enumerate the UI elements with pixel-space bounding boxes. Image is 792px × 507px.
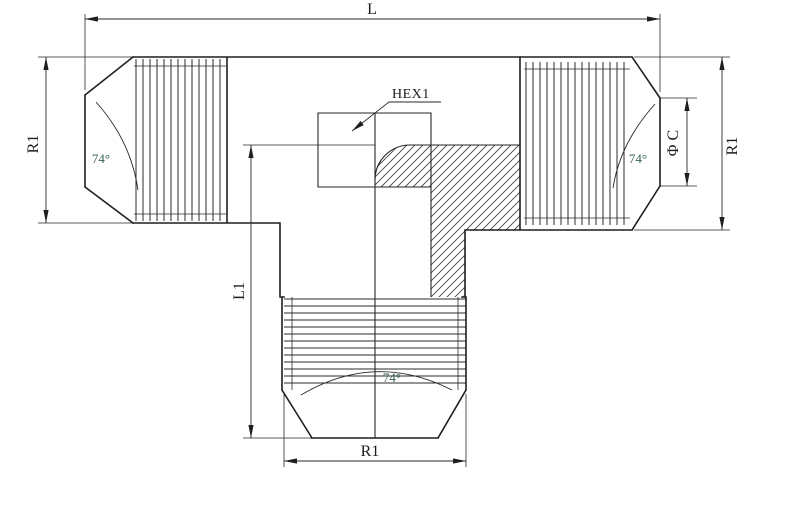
dim-R1-branch-label: R1 (361, 443, 380, 460)
dim-L1-extension-lines (243, 144, 375, 439)
dimension-left-radius: R1 (25, 56, 133, 224)
angle-callout-left: 74° (92, 101, 139, 191)
thread-lines-right-port (524, 62, 630, 225)
dim-R1-left-label: R1 (25, 135, 42, 154)
angle-branch-arc (300, 371, 453, 396)
dim-L-label: L (367, 1, 377, 18)
dimension-branch-radius: R1 (283, 394, 467, 467)
dimension-overall-length: L (84, 1, 661, 92)
left-thread-lines (135, 59, 221, 221)
branch-thread-crest-lines (291, 297, 459, 390)
thread-lines-left-port (134, 59, 226, 221)
right-thread-lines (525, 62, 625, 225)
body-outline-path (83, 55, 662, 440)
right-thread-crest-lines (524, 68, 630, 219)
angle-callout-right: 74° (612, 103, 656, 189)
dimension-branch-length: L1 (231, 144, 375, 439)
dim-R1-right-label: R1 (724, 137, 741, 156)
angle-callout-branch: 74° (300, 370, 453, 396)
dimension-right-radius: R1 (634, 56, 741, 231)
dim-R1-branch-extension-lines (283, 394, 467, 467)
bore-corner-fillet (374, 144, 411, 181)
angle-left-label: 74° (92, 151, 110, 166)
angle-left-arc (95, 101, 139, 191)
dimension-diameter-c: Φ C (660, 97, 697, 187)
bore-and-hex-lines (317, 112, 520, 438)
dim-L1-label: L1 (231, 282, 248, 300)
angle-right-label: 74° (629, 151, 647, 166)
hatch-area (375, 145, 520, 297)
dim-phi-c-extension-lines (660, 97, 697, 187)
dim-L-extension-lines (84, 14, 661, 92)
angle-right-arc (612, 103, 656, 189)
hex-leader-line (351, 101, 441, 132)
dim-phi-c-label: Φ C (665, 130, 682, 156)
section-hatch-region (375, 145, 520, 297)
tee-body-outline (83, 55, 662, 440)
hex-callout: HEX1 (351, 87, 441, 132)
left-thread-crest-lines (134, 65, 226, 215)
angle-branch-label: 74° (383, 370, 401, 385)
dim-R1-right-extension-lines (634, 56, 730, 231)
dim-R1-left-extension-lines (38, 56, 133, 224)
hex-label: HEX1 (392, 87, 430, 102)
